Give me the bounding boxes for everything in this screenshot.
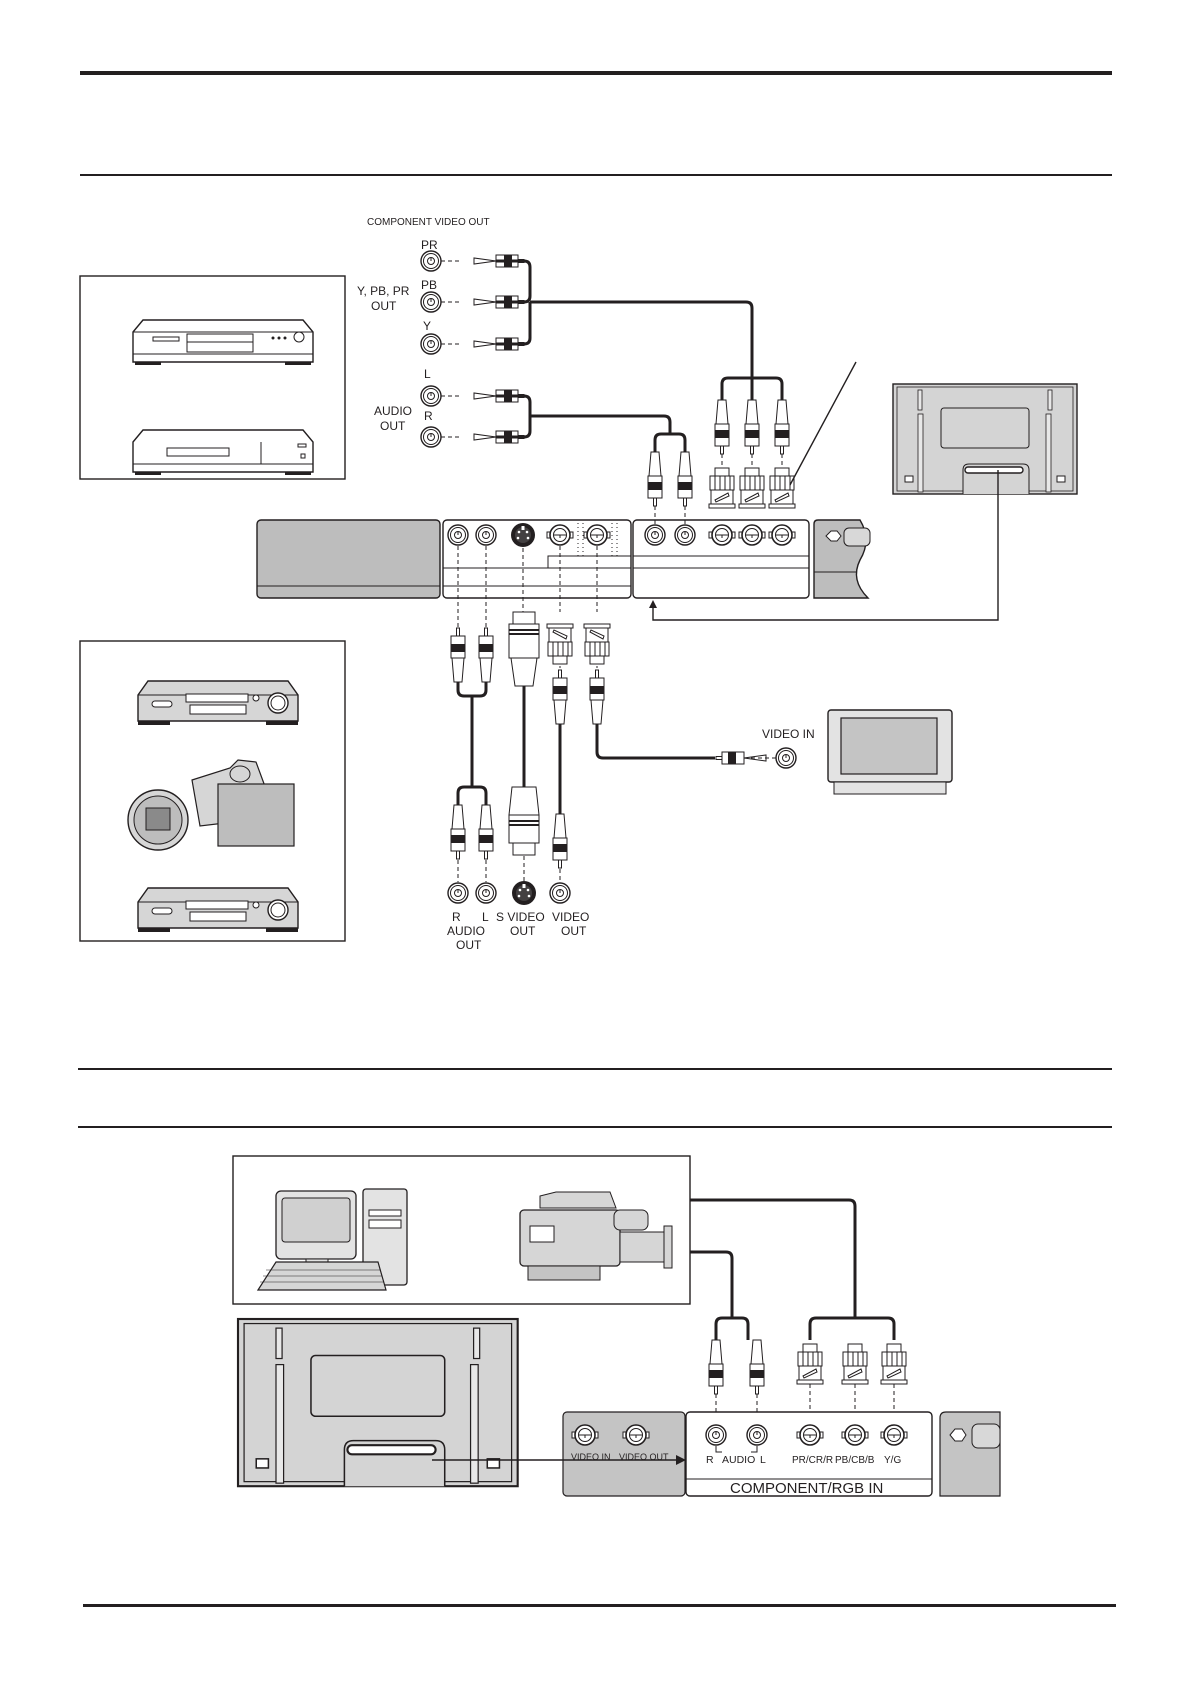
jack-label-pr: PR	[421, 238, 438, 252]
jack-label-y: Y	[423, 319, 431, 333]
pr-label: PR/CR/R	[792, 1455, 833, 1466]
jack-label-r: R	[424, 409, 433, 423]
computer-icon	[256, 1188, 408, 1291]
audio-out-label-2: OUT	[380, 419, 406, 433]
yg-label: Y/G	[884, 1455, 901, 1466]
component-rgb-in-label: COMPONENT/RGB IN	[730, 1480, 883, 1497]
output-plugs	[450, 611, 611, 725]
out-label-r: R	[452, 910, 461, 924]
section2-top-rule	[78, 1068, 1112, 1070]
tv-video-in-jack	[775, 747, 797, 769]
out-label-svideo-2: OUT	[510, 924, 536, 938]
audio-r-label: R	[706, 1454, 714, 1466]
out-label-audio-2: OUT	[456, 938, 482, 952]
vcr-icon-1	[137, 680, 299, 726]
audio-l-label: L	[760, 1454, 766, 1466]
terminal-board	[256, 519, 871, 599]
audio-out-label: AUDIO	[374, 404, 412, 418]
display-rear-icon	[892, 383, 1078, 495]
top-thick-rule	[80, 71, 1112, 75]
display-rear-icon-2	[236, 1317, 519, 1488]
output-cables	[456, 682, 715, 815]
out-label-svideo: S VIDEO	[496, 910, 545, 924]
audio-label: AUDIO	[722, 1454, 755, 1466]
dashed-guides-top	[654, 506, 686, 525]
ypbpr-out-label-2: OUT	[371, 299, 397, 313]
video-out-terminal-label: VIDEO OUT	[619, 1452, 669, 1462]
rgb-cables	[690, 1198, 896, 1340]
panel-link-line	[652, 470, 999, 621]
source-jacks	[420, 250, 525, 448]
device-output-plugs	[447, 786, 571, 905]
vcr-icon-2	[137, 887, 299, 933]
rgb-plugs	[708, 1339, 908, 1395]
terminal-board-2	[562, 1411, 1001, 1497]
callout-line	[789, 361, 857, 486]
video-in-label: VIDEO IN	[762, 727, 815, 741]
pb-label: PB/CB/B	[835, 1455, 875, 1466]
component-plugs	[647, 399, 796, 509]
tv-icon	[827, 709, 953, 795]
jack-label-pb: PB	[421, 278, 437, 292]
out-label-video: VIDEO	[552, 910, 589, 924]
video-in-terminal-label: VIDEO IN	[571, 1452, 611, 1462]
vcr-icon	[132, 429, 314, 476]
out-label-l: L	[482, 910, 489, 924]
section2-rule	[78, 1126, 1112, 1128]
component-cable	[496, 259, 784, 400]
out-label-video-2: OUT	[561, 924, 587, 938]
audio-cable	[496, 394, 687, 452]
out-label-audio: AUDIO	[447, 924, 485, 938]
pro-video-camera-icon	[519, 1191, 673, 1281]
ypbpr-out-label: Y, PB, PR	[357, 284, 410, 298]
component-video-out-label: COMPONENT VIDEO OUT	[367, 217, 490, 228]
camcorder-icon	[127, 759, 295, 851]
bottom-rule	[83, 1604, 1116, 1607]
dvd-player-icon	[132, 319, 314, 366]
jack-label-l: L	[424, 367, 431, 381]
section1-rule	[80, 174, 1112, 176]
